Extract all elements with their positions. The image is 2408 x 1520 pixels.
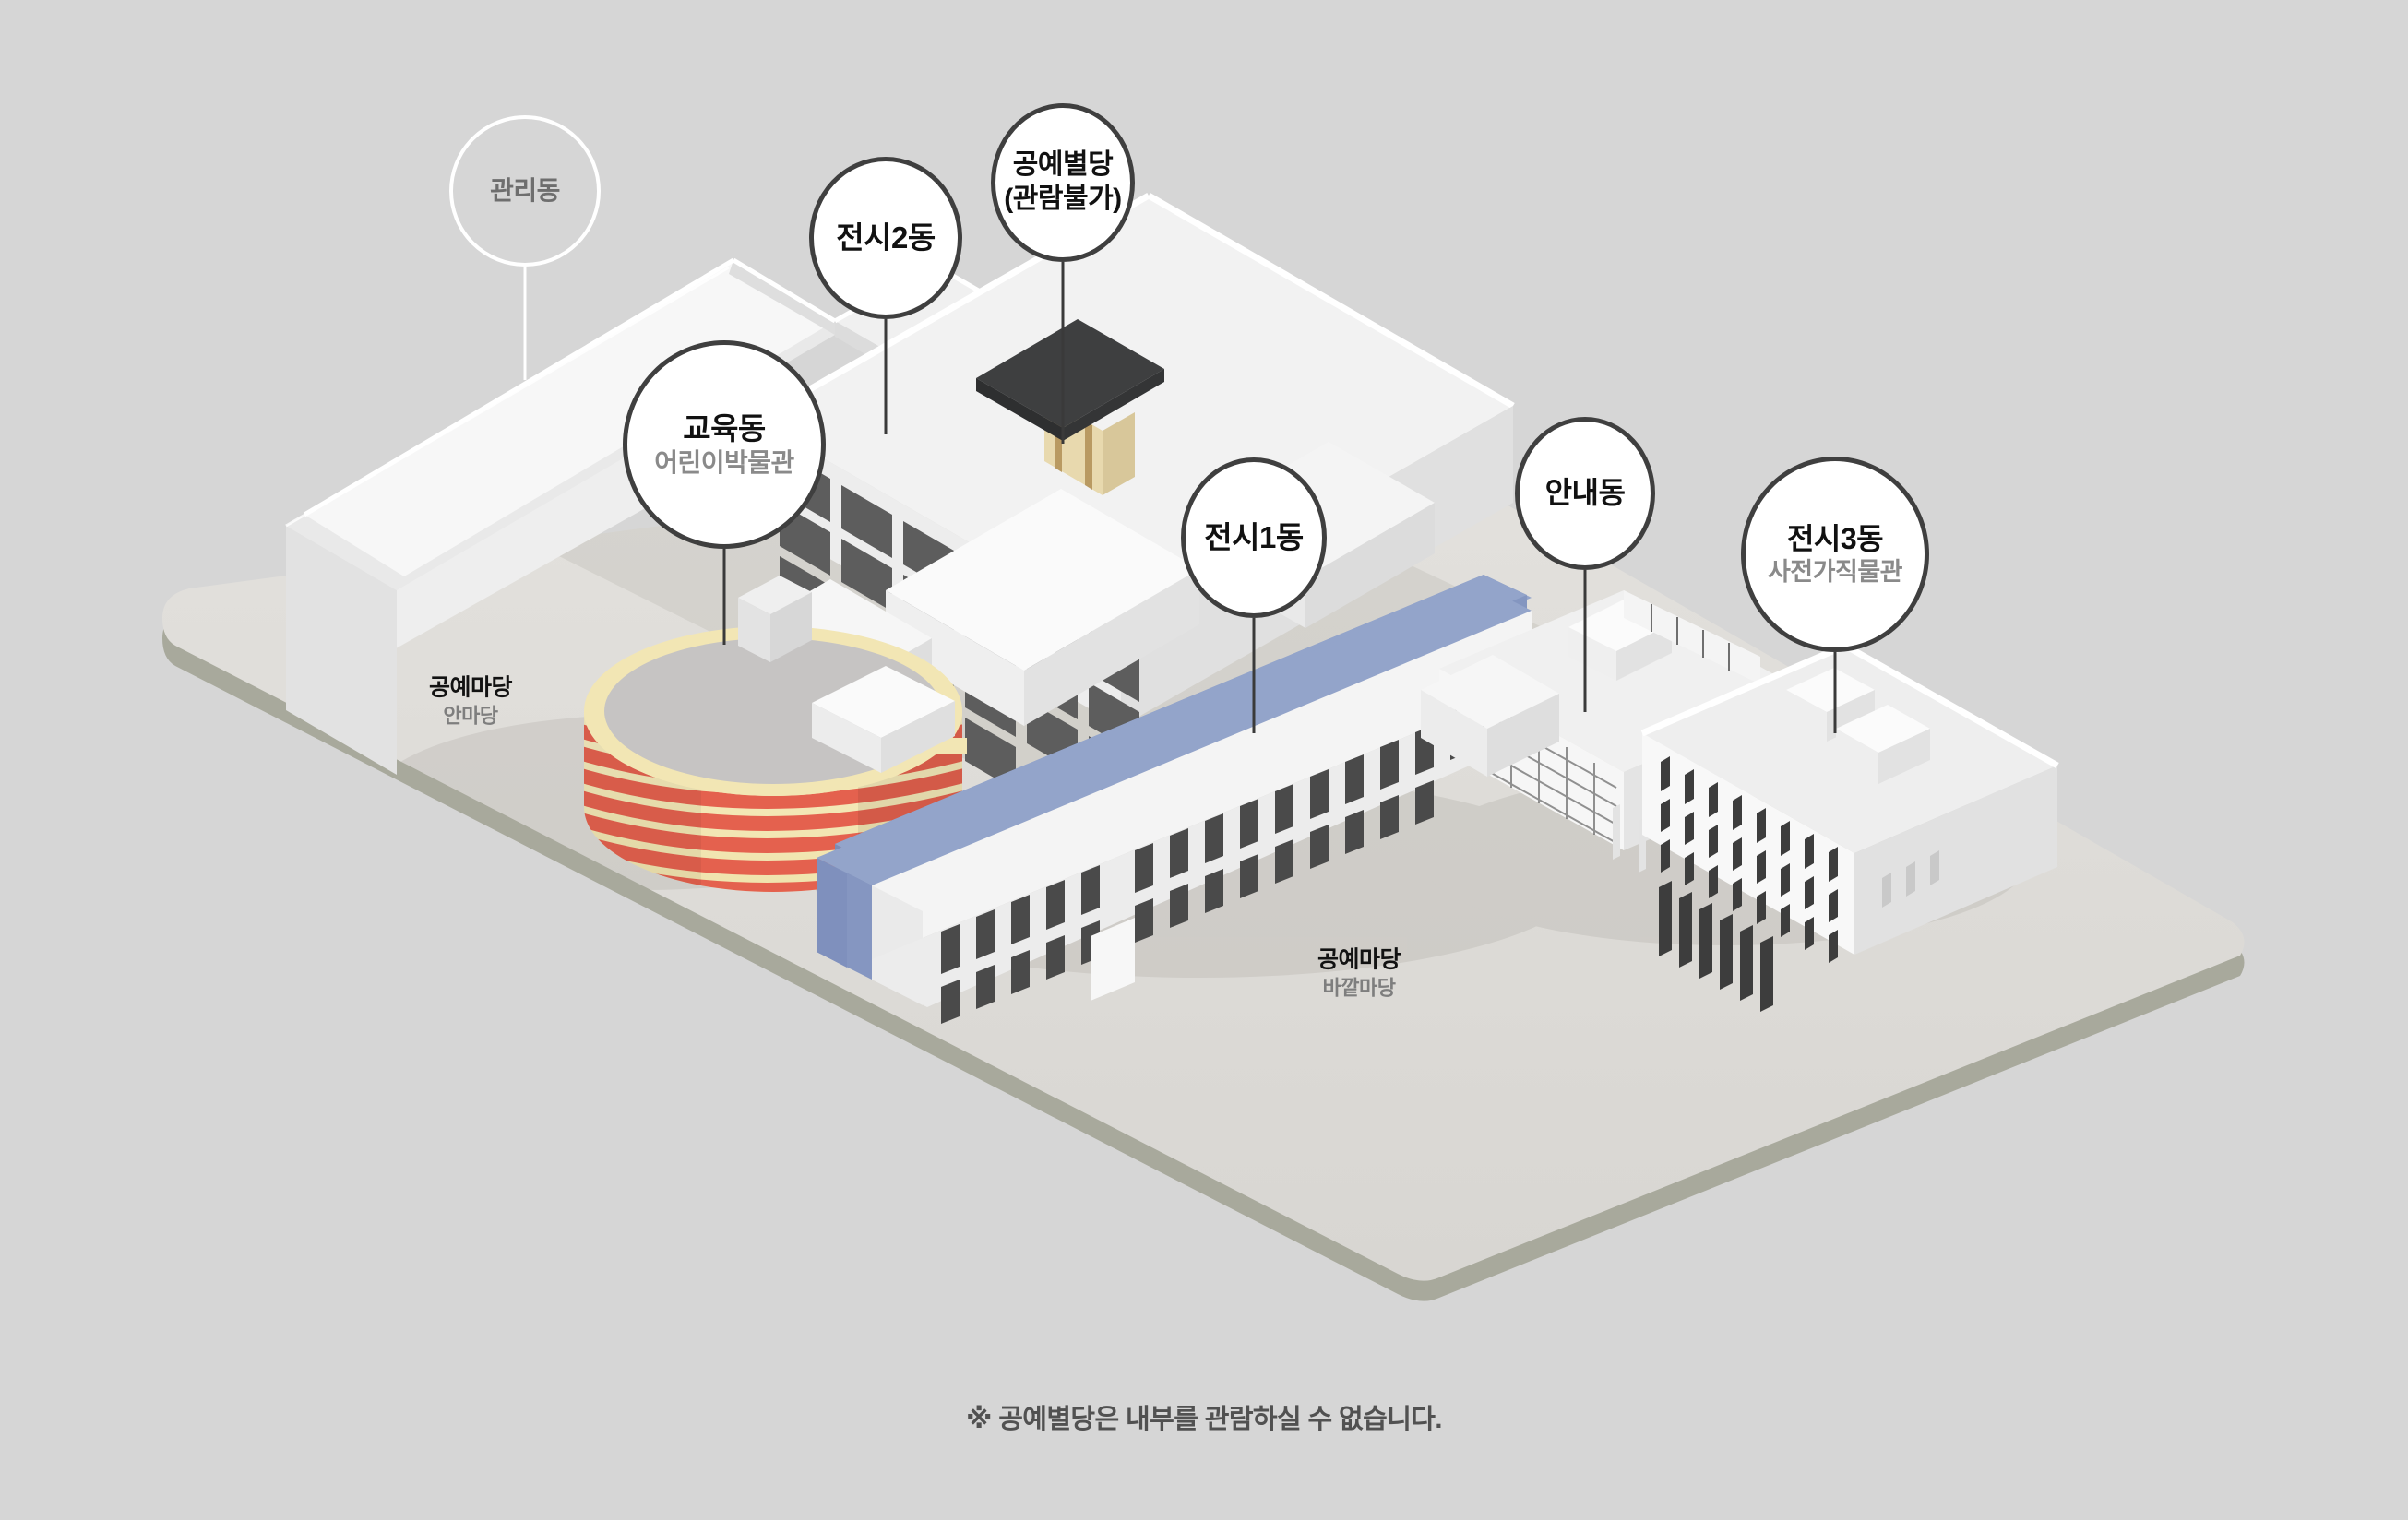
building-jeonsi3dong — [1640, 642, 2059, 1012]
marker-label-primary: 전시3동 — [1786, 522, 1884, 556]
facade-grid-annaedong — [1448, 684, 1617, 844]
parapet-mullions — [1651, 604, 1730, 671]
map-marker-gongyebyeoldang[interactable]: 공예별당 (관람불가) — [991, 103, 1135, 444]
marker-stem — [1833, 652, 1837, 733]
marker-bubble[interactable]: 전시1동 — [1181, 457, 1327, 618]
support-columns — [1613, 804, 1646, 873]
marker-bubble[interactable]: 안내동 — [1515, 417, 1655, 570]
ground-label-bakkatmadang: 공예마당 바깥마당 — [1317, 944, 1401, 1001]
cylinder-stripes — [584, 711, 962, 892]
connector-bridge — [1421, 655, 1559, 777]
marker-label-secondary: 어린이박물관 — [654, 448, 794, 478]
map-marker-gwanridong[interactable]: 관리동 — [449, 115, 601, 380]
building-gyoyukdong — [584, 576, 967, 892]
map-marker-gyoyukdong[interactable]: 교육동 어린이박물관 — [623, 340, 826, 645]
marker-label-primary: 공예별당 — [1012, 149, 1114, 181]
marker-stem — [722, 549, 726, 645]
marker-bubble[interactable]: 전시2동 — [809, 157, 962, 319]
map-marker-jeonsi2dong[interactable]: 전시2동 — [809, 157, 962, 434]
building-gongyebyeoldang — [976, 319, 1164, 495]
marker-label-primary: 교육동 — [683, 410, 766, 445]
map-marker-annaedong[interactable]: 안내동 — [1515, 417, 1655, 712]
marker-stem — [1252, 618, 1256, 733]
map-marker-jeonsi1dong[interactable]: 전시1동 — [1181, 457, 1327, 733]
marker-stem — [884, 319, 888, 434]
marker-stem — [1061, 262, 1065, 444]
facade-grid-jeonsi2dong — [780, 449, 1139, 809]
marker-stem — [523, 267, 527, 380]
ground-label-anmadang: 공예마당 안마당 — [428, 672, 513, 729]
marker-label-secondary: 사전가직물관 — [1767, 558, 1903, 587]
marker-label-primary: 전시1동 — [1204, 519, 1304, 554]
ground-label-line1: 공예마당 — [1317, 946, 1401, 973]
facade-windows-right-jeonsi3dong — [1882, 850, 1939, 908]
marker-label-primary: 전시2동 — [836, 220, 936, 255]
map-marker-jeonsi3dong[interactable]: 전시3동 사전가직물관 — [1741, 457, 1929, 733]
ground-label-line2: 안마당 — [443, 703, 498, 727]
marker-label-primary: 관리동 — [490, 175, 560, 205]
marker-bubble[interactable]: 전시3동 사전가직물관 — [1741, 457, 1929, 652]
marker-bubble[interactable]: 교육동 어린이박물관 — [623, 340, 826, 549]
marker-bubble[interactable]: 공예별당 (관람불가) — [991, 103, 1135, 262]
marker-label-note: (관람불가) — [1004, 184, 1122, 214]
marker-stem — [1583, 570, 1587, 712]
footnote-text: ※ 공예별당은 내부를 관람하실 수 없습니다. — [966, 1405, 1442, 1434]
ground-label-line2: 바깥마당 — [1322, 975, 1396, 999]
ground-label-line1: 공예마당 — [428, 674, 513, 701]
marker-bubble[interactable]: 관리동 — [449, 115, 601, 267]
facade-windows-jeonsi3dong — [1659, 756, 1838, 1012]
marker-label-primary: 안내동 — [1544, 476, 1626, 510]
building-jeonsi1dong — [817, 575, 1532, 1024]
